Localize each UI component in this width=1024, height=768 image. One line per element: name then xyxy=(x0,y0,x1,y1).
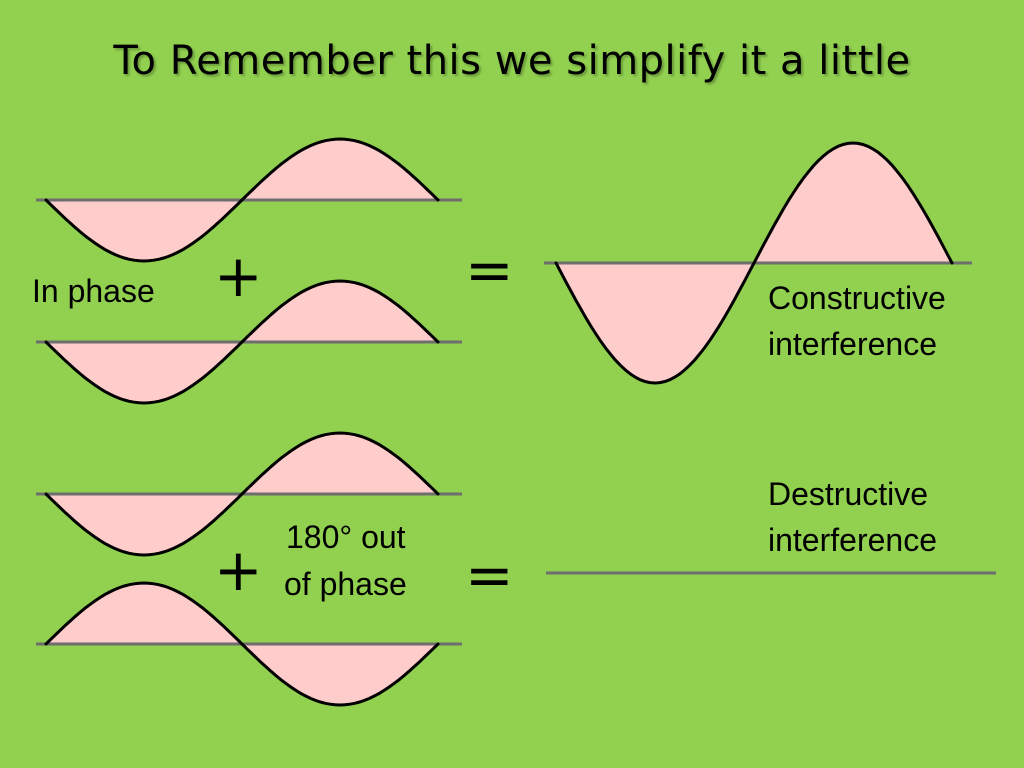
in-phase-label: In phase xyxy=(32,273,155,309)
in-phase-wave-1 xyxy=(36,137,462,263)
constructive-label-line-2: interference xyxy=(768,326,937,362)
in-phase-wave-1-curve xyxy=(44,137,440,263)
slide-title: To Remember this we simplify it a little xyxy=(113,38,911,84)
destructive-label-line-2: interference xyxy=(768,522,937,558)
in-phase-wave-2 xyxy=(36,279,462,405)
out-of-phase-wave-2-curve xyxy=(44,581,440,707)
out-of-phase-label-line-1: 180° out xyxy=(286,519,406,555)
out-of-phase-label-line-2: of phase xyxy=(284,566,407,602)
in-phase-wave-2-curve xyxy=(44,279,440,405)
out-of-phase-wave-1 xyxy=(36,431,462,557)
out-of-phase-wave-1-curve xyxy=(44,431,440,557)
constructive-label-line-1: Constructive xyxy=(768,280,946,316)
destructive-label-line-1: Destructive xyxy=(768,476,928,512)
out-of-phase-wave-2 xyxy=(36,581,462,707)
out-of-phase-plus-sign: + xyxy=(214,536,263,604)
in-phase-equals-sign: = xyxy=(465,236,514,304)
constructive-result-wave xyxy=(544,141,972,385)
constructive-wave-curve xyxy=(554,141,954,385)
out-of-phase-equals-sign: = xyxy=(465,541,514,609)
in-phase-plus-sign: + xyxy=(214,242,263,310)
